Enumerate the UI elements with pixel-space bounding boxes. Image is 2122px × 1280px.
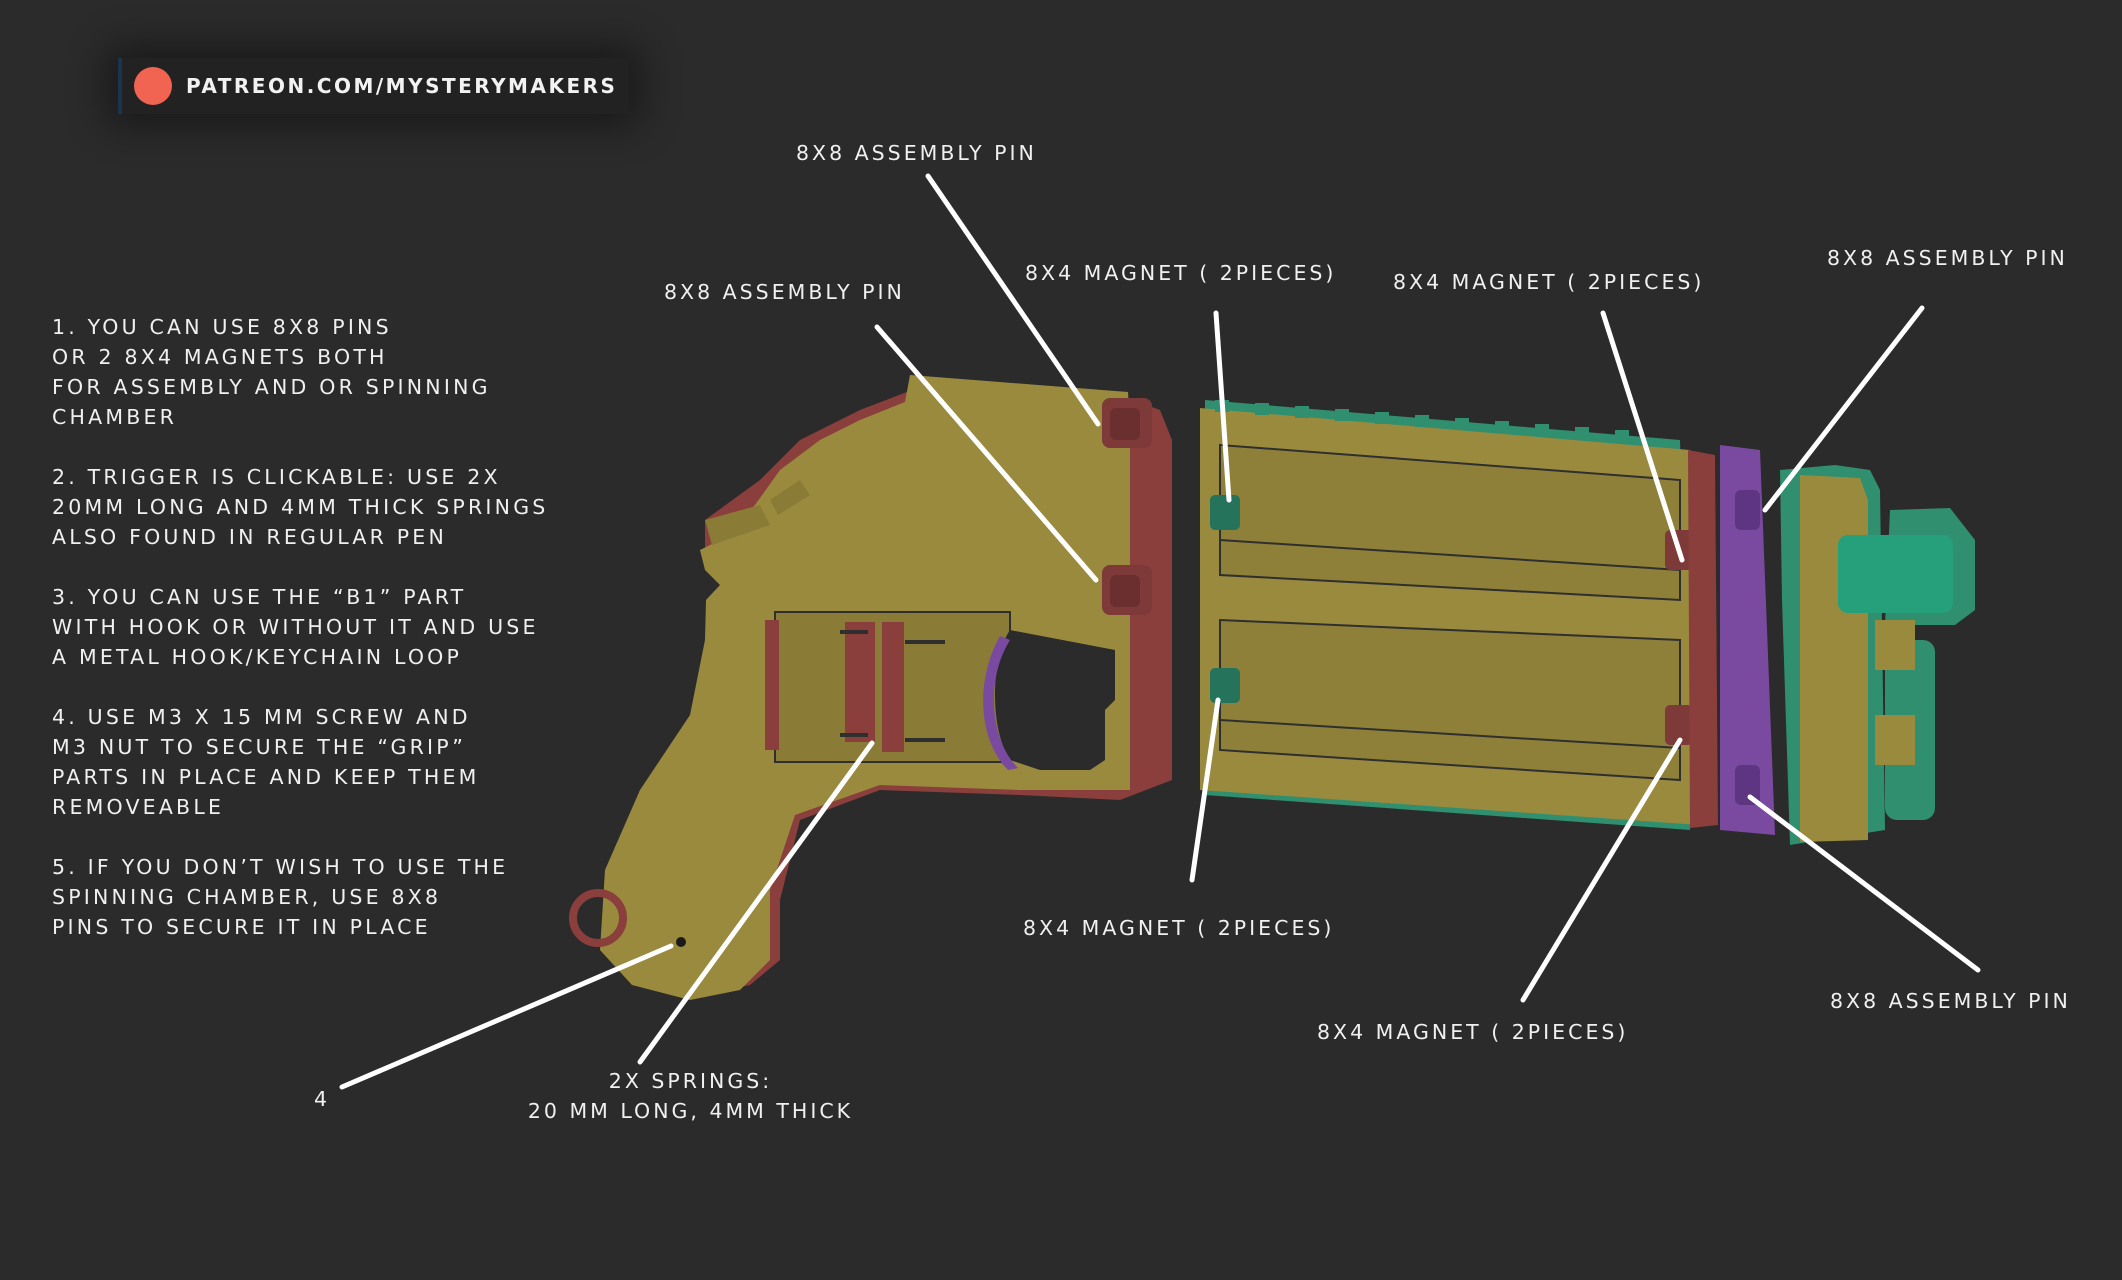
frame-pin-mid	[1102, 565, 1152, 615]
frame-pin-top	[1102, 398, 1152, 448]
patreon-link-text[interactable]: PATREON.COM/MYSTERYMAKERS	[186, 74, 618, 98]
note-1: 1. YOU CAN USE 8X8 PINS OR 2 8X4 MAGNETS…	[52, 315, 491, 429]
callout-springs-line2: 20 MM LONG, 4MM THICK	[527, 1099, 854, 1123]
callout-magnet-bottom-right: 8X4 MAGNET ( 2PIECES)	[1317, 1020, 1629, 1044]
keychain-loop	[569, 889, 627, 947]
chamber-magnet-bottom-left	[1210, 668, 1240, 703]
note-2: 2. TRIGGER IS CLICKABLE: USE 2X 20MM LON…	[52, 465, 549, 549]
callout-magnet-top-right: 8X4 MAGNET ( 2PIECES)	[1393, 270, 1705, 294]
callout-pin-right-bottom: 8X8 ASSEMBLY PIN	[1830, 989, 2071, 1013]
callout-magnet-top-left: 8X4 MAGNET ( 2PIECES)	[1025, 261, 1337, 285]
trigger-guard-opening	[995, 630, 1115, 770]
leader-lines	[339, 173, 1981, 1090]
chamber-magnet-top-left	[1210, 495, 1240, 530]
note-4: 4. USE M3 X 15 MM SCREW AND M3 NUT TO SE…	[52, 705, 480, 819]
note-5: 5. IF YOU DON’T WISH TO USE THE SPINNING…	[52, 855, 509, 939]
callout-magnet-bottom-left: 8X4 MAGNET ( 2PIECES)	[1023, 916, 1335, 940]
screw-hole	[676, 937, 686, 947]
patreon-badge[interactable]: PATREON.COM/MYSTERYMAKERS	[118, 58, 630, 114]
callout-springs: 2X SPRINGS: 20 MM LONG, 4MM THICK	[508, 1066, 873, 1126]
chamber-magnet-bottom-right	[1665, 705, 1693, 745]
leader-magnet-bottom-left	[1189, 697, 1221, 883]
assembly-notes: 1. YOU CAN USE 8X8 PINS OR 2 8X4 MAGNETS…	[52, 312, 632, 972]
frame-part	[569, 375, 1172, 1000]
note-3: 3. YOU CAN USE THE “B1” PART WITH HOOK O…	[52, 585, 539, 669]
callout-pin-frame: 8X8 ASSEMBLY PIN	[664, 280, 905, 304]
leader-pin-right-top	[1762, 305, 1925, 513]
leader-magnet-top-right	[1600, 310, 1685, 563]
callout-pin-right-top: 8X8 ASSEMBLY PIN	[1827, 246, 2068, 270]
leader-springs	[637, 740, 875, 1065]
chamber-part	[1200, 400, 1718, 830]
leader-pin-right-bottom	[1747, 794, 1981, 973]
callout-springs-line1: 2X SPRINGS:	[608, 1069, 773, 1093]
patreon-dot-icon	[134, 67, 172, 105]
leader-pin-top	[925, 173, 1101, 427]
leader-magnet-top-left	[1213, 310, 1232, 503]
callout-pin-top: 8X8 ASSEMBLY PIN	[796, 141, 1037, 165]
barrel-part	[1720, 445, 1975, 845]
callout-screw-ref: 4	[314, 1087, 331, 1111]
leader-pin-frame	[874, 324, 1099, 583]
leader-screw	[339, 943, 674, 1090]
leader-magnet-bottom-right	[1520, 737, 1683, 1003]
